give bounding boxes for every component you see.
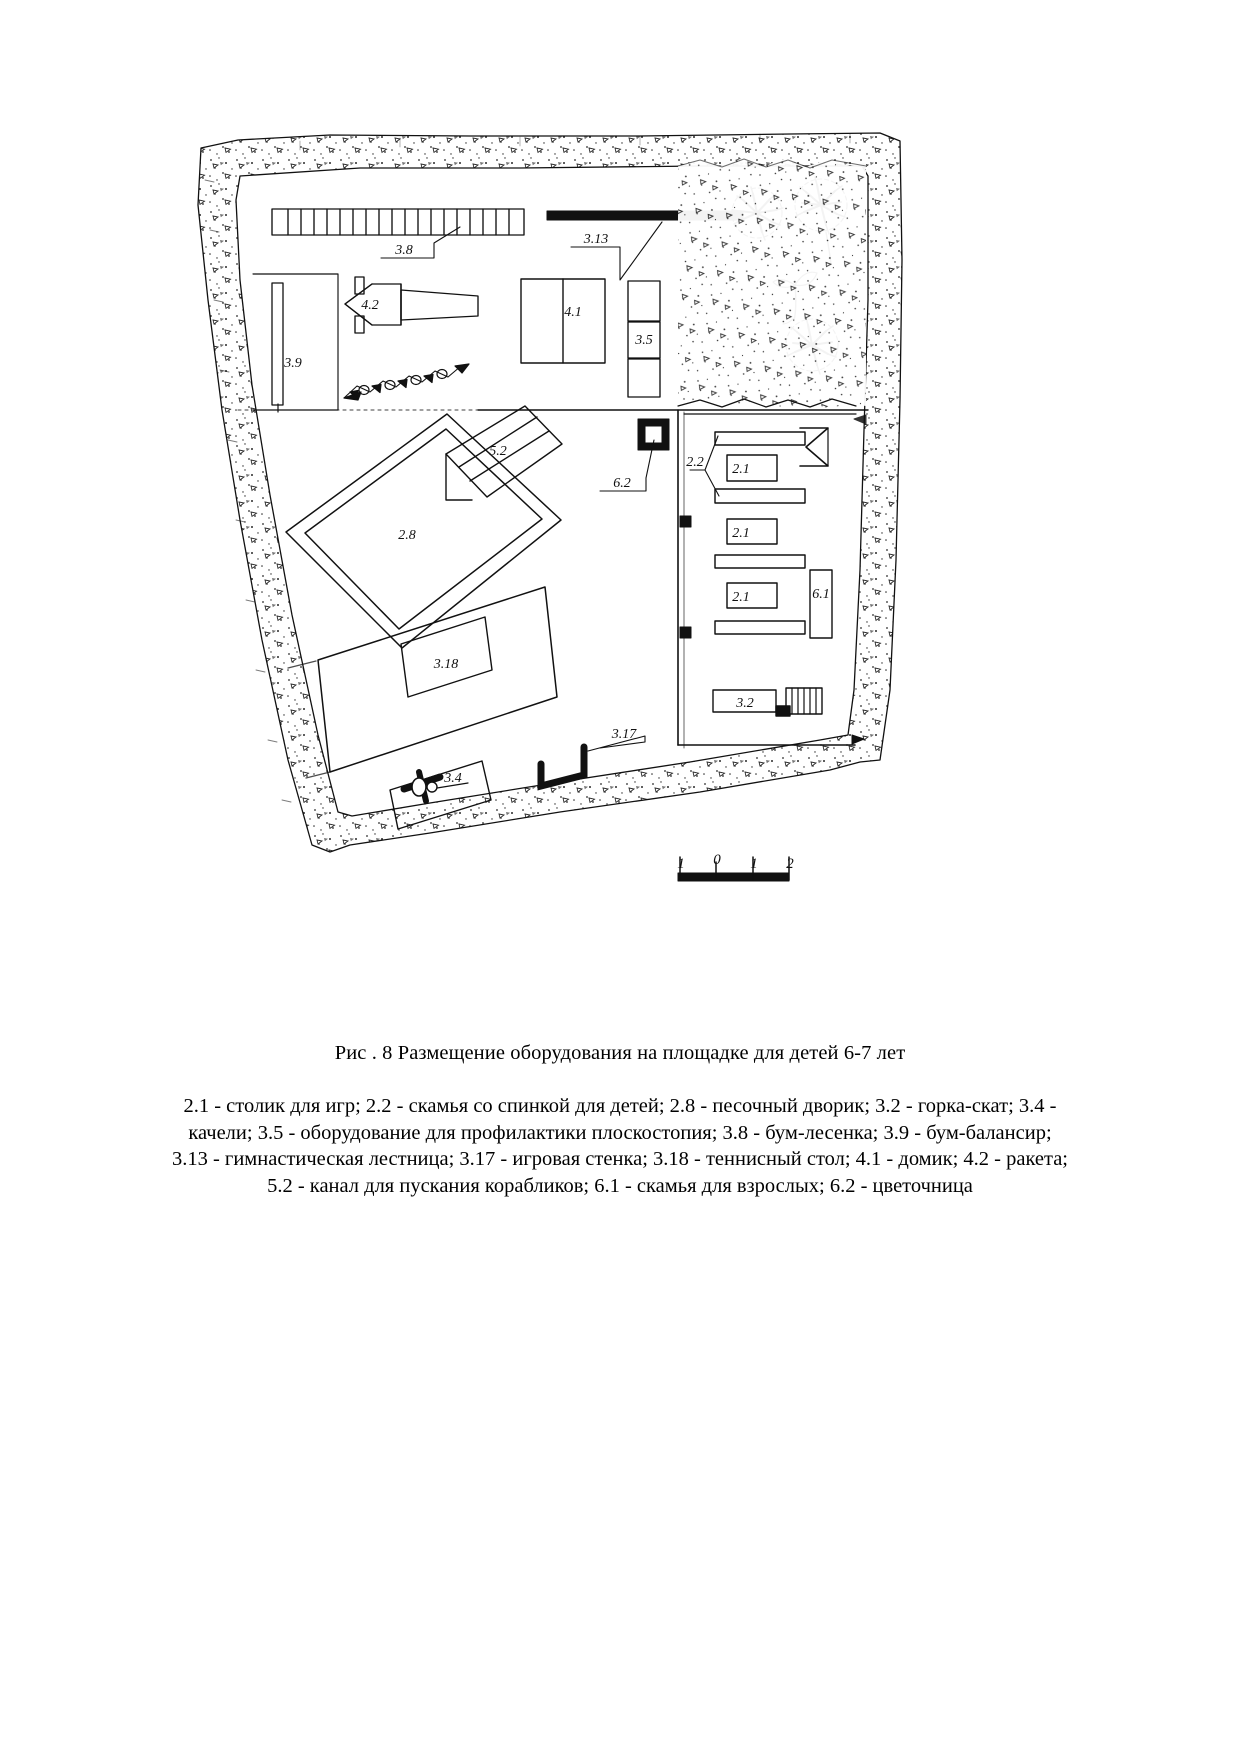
equipment-bum-balancer-3-9 bbox=[252, 273, 339, 413]
bench-2-2-b bbox=[714, 488, 806, 504]
scale-tick-label-1: 0 bbox=[713, 852, 721, 868]
leader-6-2 bbox=[599, 439, 655, 492]
lower-court-edge bbox=[287, 660, 331, 779]
plan-label-3-13: 3.13 bbox=[583, 232, 609, 247]
plan-label-3-8: 3.8 bbox=[394, 243, 413, 258]
site-plan-drawing: 3.8 3.13 3.9 bbox=[197, 132, 903, 882]
leader-3-13 bbox=[570, 221, 663, 281]
tables-and-benches-group bbox=[714, 431, 806, 635]
court-divider-lines bbox=[237, 409, 869, 749]
plan-label-4-1: 4.1 bbox=[564, 305, 582, 320]
plan-label-2-1-b: 2.1 bbox=[732, 526, 750, 541]
plan-label-2-1-c: 2.1 bbox=[732, 590, 750, 605]
plan-label-3-18: 3.18 bbox=[433, 657, 459, 672]
leader-3-17 bbox=[587, 735, 646, 752]
scale-tick-label-2: 1 bbox=[750, 856, 758, 872]
plan-label-4-2: 4.2 bbox=[361, 298, 379, 313]
equipment-sand-yard-2-8 bbox=[285, 413, 562, 649]
plan-label-3-17: 3.17 bbox=[611, 727, 638, 742]
equipment-rocket-4-2 bbox=[344, 276, 479, 334]
equipment-play-wall-3-17 bbox=[537, 743, 588, 791]
scale-tick-label-3: 2 bbox=[786, 856, 794, 872]
plan-label-3-2: 3.2 bbox=[735, 696, 754, 711]
equipment-bum-lesenka bbox=[271, 208, 525, 236]
bench-2-2-a bbox=[714, 431, 806, 446]
bench-2-2-d bbox=[714, 620, 806, 635]
plan-label-2-1-a: 2.1 bbox=[732, 462, 750, 477]
leader-2-2 bbox=[689, 435, 720, 497]
scale-tick-label-0: 1 bbox=[677, 856, 685, 872]
equipment-adult-bench-6-1 bbox=[809, 569, 833, 639]
plan-label-6-1: 6.1 bbox=[812, 587, 830, 602]
plan-label-3-4: 3.4 bbox=[443, 771, 462, 786]
equipment-house-4-1 bbox=[520, 278, 606, 364]
table-2-1-c bbox=[726, 582, 778, 609]
plan-label-6-2: 6.2 bbox=[613, 476, 631, 491]
equipment-tennis-table-3-18 bbox=[317, 586, 558, 773]
figure-caption: Рис . 8 Размещение оборудования на площа… bbox=[334, 1042, 906, 1064]
table-2-1-b bbox=[726, 518, 778, 545]
court-edge-markers bbox=[851, 414, 867, 745]
plan-label-5-2: 5.2 bbox=[489, 444, 507, 459]
leader-3-8 bbox=[380, 226, 461, 259]
right-gravel-band bbox=[677, 158, 867, 408]
equipment-flatfoot-3-5 bbox=[627, 280, 661, 398]
bench-2-2-c bbox=[714, 554, 806, 569]
equipment-flower-box-6-2 bbox=[637, 418, 670, 451]
equipment-boat-channel-5-2 bbox=[445, 405, 563, 501]
figure-legend-text: 2.1 - столик для игр; 2.2 - скамья со сп… bbox=[171, 1095, 1069, 1197]
plan-label-2-8: 2.8 bbox=[398, 528, 416, 543]
wall-posts bbox=[679, 515, 692, 639]
decor-chain-element bbox=[343, 363, 470, 401]
zigzag-run-element bbox=[799, 427, 829, 467]
scale-bar bbox=[677, 856, 790, 882]
figure-legend: 2.1 - столик для игр; 2.2 - скамья со сп… bbox=[168, 1093, 1072, 1199]
equipment-swing-3-4 bbox=[389, 760, 492, 830]
plan-label-2-2: 2.2 bbox=[686, 455, 704, 470]
table-2-1-a bbox=[726, 454, 778, 482]
plan-label-3-9: 3.9 bbox=[283, 356, 302, 371]
equipment-slide-3-2 bbox=[712, 687, 823, 717]
plan-label-3-5: 3.5 bbox=[634, 333, 653, 348]
